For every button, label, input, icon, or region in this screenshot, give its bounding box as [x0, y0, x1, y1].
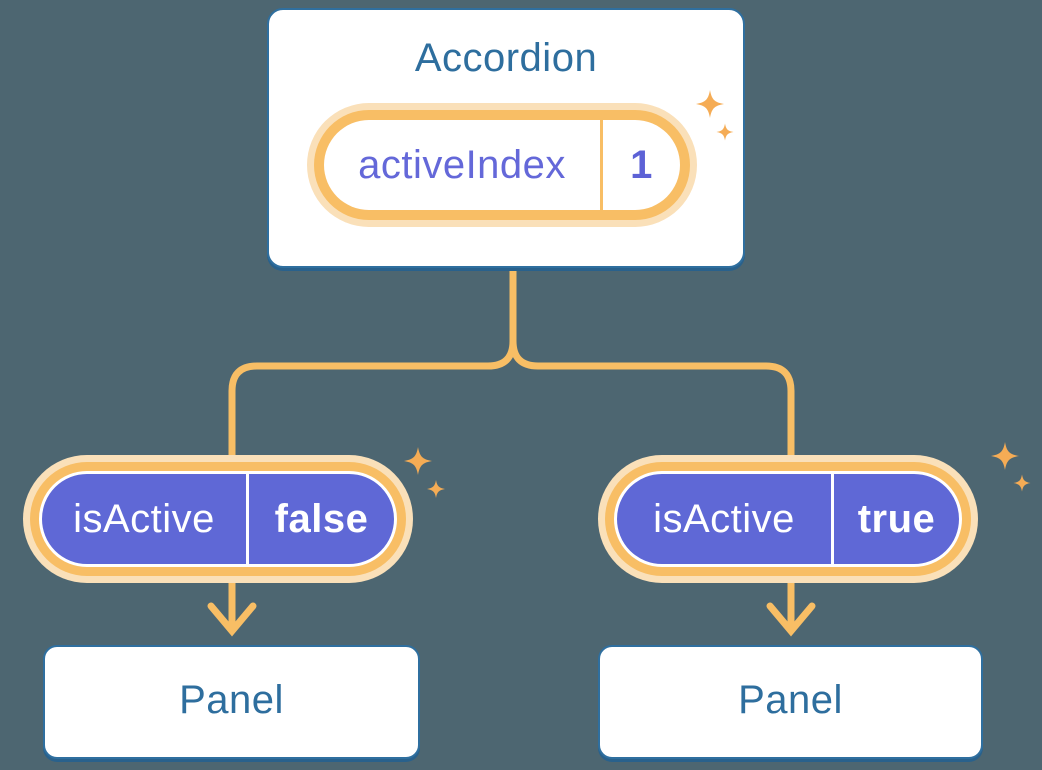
right-prop-pill-divider	[831, 474, 834, 564]
left-prop-value-label: false	[274, 496, 369, 541]
state-name-label: activeIndex	[358, 142, 566, 187]
active-index-state-pill: activeIndex 1	[307, 103, 697, 227]
right-panel-card: Panel	[598, 645, 983, 759]
connector-accordion-to-right-pill	[509, 270, 795, 458]
sparkle-icon	[991, 442, 1019, 470]
state-pill-divider	[600, 120, 603, 210]
sparkle-icon	[1013, 474, 1031, 492]
state-value-label: 1	[630, 142, 653, 187]
right-arrowhead-icon	[766, 602, 816, 637]
state-pill-border: activeIndex 1	[314, 110, 690, 220]
left-prop-name-label: isActive	[73, 496, 215, 541]
right-prop-value-label: true	[857, 496, 936, 541]
sparkle-icon	[404, 447, 432, 475]
left-panel-title: Panel	[179, 678, 284, 722]
left-arrowhead-icon	[207, 602, 257, 637]
sparkle-icon	[427, 480, 445, 498]
accordion-title: Accordion	[414, 36, 598, 80]
right-panel-title: Panel	[738, 678, 843, 722]
right-prop-name-label: isActive	[653, 496, 795, 541]
left-is-active-prop-pill: isActive false	[23, 455, 413, 583]
left-prop-pill-border: isActive false	[30, 462, 406, 576]
right-prop-pill-border: isActive true	[605, 462, 971, 576]
connector-accordion-to-left-pill	[228, 270, 517, 458]
left-panel-card: Panel	[43, 645, 420, 759]
right-is-active-prop-pill: isActive true	[598, 455, 978, 583]
left-prop-pill-divider	[246, 474, 249, 564]
